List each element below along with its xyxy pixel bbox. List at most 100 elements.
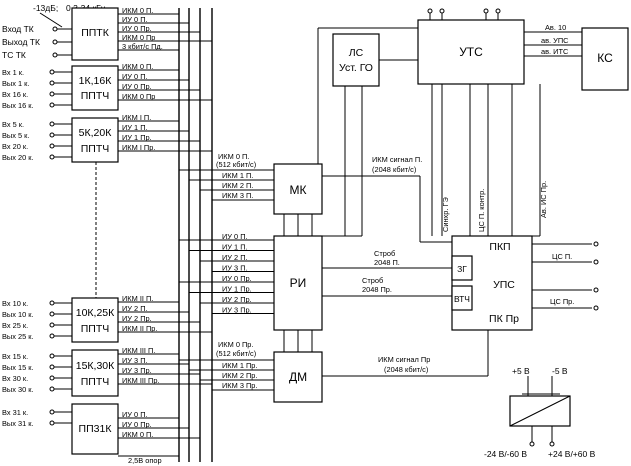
block-5k20k: 5К,20К ППТЧ xyxy=(71,117,119,163)
out-pptk-0: ИКМ 0 П. xyxy=(122,6,153,15)
left-port-g2-2: Вх 16 к. xyxy=(2,90,28,99)
pp31-label: ПП31К xyxy=(79,423,113,435)
ikm-pr-label: ИКМ сигнал Пр xyxy=(378,355,430,364)
ri-label: РИ xyxy=(290,276,307,290)
pkp-label: ПКП xyxy=(489,241,510,253)
tsp-kontr-label: ЦС П. контр. xyxy=(477,189,486,232)
mk-input-lines: ИКМ 0 П. (512 кбит/с) ИКМ 1 П. ИКМ 2 П. … xyxy=(179,152,274,201)
ri-label-3: ИУ 3 П. xyxy=(222,264,248,273)
p5-label: +5 В xyxy=(512,366,530,376)
uts-ks-links: Ав. 10 ав. УПС ав. ИТС xyxy=(524,23,582,57)
mk-input-top: ИКМ 0 П. xyxy=(218,152,249,161)
tc-tk-label: ТС ТК xyxy=(2,50,26,60)
dm-output-2: ИКМ 2 Пр. xyxy=(222,371,257,380)
pkpr-label: ПК Пр xyxy=(489,313,519,325)
k15-30-label: 15К,30К xyxy=(76,360,115,372)
mk-input-2: ИКМ 2 П. xyxy=(222,181,253,190)
out-pptk-4: 3 кбит/с Пд. xyxy=(122,42,163,51)
ri-label-6: ИУ 2 Пр. xyxy=(222,295,252,304)
ikm-signal-pr: ИКМ сигнал Пр (2048 кбит/с) xyxy=(322,330,489,377)
ups-label: УПС xyxy=(493,279,515,291)
mk-input-3: ИКМ 3 П. xyxy=(222,191,253,200)
ls-sub: Уст. ГО xyxy=(339,62,373,74)
ls-label: ЛС xyxy=(349,47,364,59)
left-port-g6-0: Вх 31 к. xyxy=(2,408,28,417)
uts-label: УТС xyxy=(459,45,483,59)
block-output-labels: ИКМ 0 П.ИУ 0 П.ИУ 0 Пр.ИКМ 0 Пр3 кбит/с … xyxy=(118,6,212,439)
out-g4-2: ИУ 2 Пр. xyxy=(122,314,152,323)
left-port-g3-3: Вых 20 к. xyxy=(2,153,34,162)
zg-label: ЗГ xyxy=(457,264,467,274)
strob2-label: Строб xyxy=(362,276,383,285)
dm-output-3: ИКМ 3 Пр. xyxy=(222,381,257,390)
block-1k16k: 1К,16К ППТЧ xyxy=(71,65,119,111)
out-g2-0: ИКМ 0 П. xyxy=(122,62,153,71)
out-g3-2: ИУ 1 Пр. xyxy=(122,133,152,142)
power-in-2: +24 В/+60 В xyxy=(548,449,596,459)
ks-label: КС xyxy=(597,51,613,65)
left-port-g3-1: Вых 5 к. xyxy=(2,131,29,140)
left-port-g2-1: Вых 1 к. xyxy=(2,79,29,88)
pptk-label: ППТК xyxy=(81,27,110,39)
sinhr-label: Синхр. ГЭ xyxy=(441,197,450,232)
power-supply: +5 В -5 В -24 В/-60 В +24 В/+60 В xyxy=(484,366,596,459)
out-g5-0: ИКМ III П. xyxy=(122,346,155,355)
ri-label-7: ИУ 3 Пр. xyxy=(222,306,252,315)
out-g2-3: ИКМ 0 Пр xyxy=(122,92,155,101)
ri-label-1: ИУ 1 П. xyxy=(222,243,248,252)
ls-uts-links xyxy=(317,27,418,237)
out-g4-0: ИКМ II П. xyxy=(122,294,153,303)
k1-16-sub: ППТЧ xyxy=(81,90,110,102)
block-mk: МК xyxy=(273,163,323,215)
mk-label: МК xyxy=(290,183,307,197)
block-pkp-ups: ПКП ЗГ ВТЧ УПС ПК Пр xyxy=(451,235,533,331)
k5-20-sub: ППТЧ xyxy=(81,143,110,155)
av-ups-label: ав. УПС xyxy=(541,36,569,45)
left-port-g4-2: Вх 25 к. xyxy=(2,321,28,330)
left-port-g2-0: Вх 1 к. xyxy=(2,68,24,77)
out-g5-1: ИУ 3 П. xyxy=(122,356,148,365)
ri-label-5: ИУ 1 Пр. xyxy=(222,285,252,294)
ri-lines: ИУ 0 П.ИУ 1 П.ИУ 2 П.ИУ 3 П.ИУ 0 Пр.ИУ 1… xyxy=(179,232,274,315)
level-label: -13дБ; xyxy=(33,3,58,13)
mk-input-1: ИКМ 1 П. xyxy=(222,171,253,180)
left-port-g5-0: Вх 15 к. xyxy=(2,352,28,361)
vertical-bus-lines xyxy=(95,8,213,462)
out-pptk-2: ИУ 0 Пр. xyxy=(122,24,152,33)
mk-input-rate: (512 кбит/с) xyxy=(216,160,256,169)
out-g6-2: ИКМ 0 П. xyxy=(122,430,153,439)
block-pp31k: ПП31К xyxy=(71,403,119,455)
out-g4-1: ИУ 2 П. xyxy=(122,304,148,313)
strob1-label: Строб xyxy=(374,249,395,258)
out-g5-2: ИУ 3 Пр. xyxy=(122,366,152,375)
block-10k25k: 10К,25К ППТЧ xyxy=(71,297,119,343)
left-port-g5-3: Вых 30 к. xyxy=(2,385,34,394)
out-g6-0: ИУ 0 П. xyxy=(122,410,148,419)
out-g2-2: ИУ 0 Пр. xyxy=(122,82,152,91)
out-g5-3: ИКМ III Пр. xyxy=(122,376,160,385)
block-15k30k: 15К,30К ППТЧ xyxy=(71,349,119,397)
out-pptk-3: ИКМ 0 Пр xyxy=(122,33,155,42)
dm-label: ДМ xyxy=(289,370,307,384)
out-g4-3: ИКМ II Пр. xyxy=(122,324,157,333)
ri-label-4: ИУ 0 Пр. xyxy=(222,274,252,283)
ikm-p-rate: (2048 кбит/с) xyxy=(372,165,416,174)
out-g3-1: ИУ 1 П. xyxy=(122,123,148,132)
left-port-g6-1: Вых 31 к. xyxy=(2,419,34,428)
left-port-g4-1: Вых 10 к. xyxy=(2,310,34,319)
ri-label-0: ИУ 0 П. xyxy=(222,232,248,241)
uts-top-inputs xyxy=(427,8,501,20)
block-ri: РИ xyxy=(273,235,323,331)
out-g2-1: ИУ 0 П. xyxy=(122,72,148,81)
av-is-pr-label: Ав. ИС Пр. xyxy=(539,181,548,218)
dm-output-lines: ИКМ 0 Пр. (512 кбит/с) ИКМ 1 Пр. ИКМ 2 П… xyxy=(179,340,274,391)
uts-pkp-links: Синхр. ГЭ ЦС П. контр. Ав. ИС Пр. xyxy=(431,84,548,237)
left-port-g3-0: Вх 5 к. xyxy=(2,120,24,129)
left-port-g4-3: Вых 25 к. xyxy=(2,332,34,341)
out-g3-3: ИКМ I Пр. xyxy=(122,143,155,152)
k15-30-sub: ППТЧ xyxy=(81,376,110,388)
left-port-g4-0: Вх 10 к. xyxy=(2,299,28,308)
out-g3-0: ИКМ I П. xyxy=(122,113,151,122)
output-tk-label: Выход ТК xyxy=(2,37,40,47)
ikm-signal-p: ИКМ сигнал П. (2048 кбит/с) xyxy=(322,155,452,243)
